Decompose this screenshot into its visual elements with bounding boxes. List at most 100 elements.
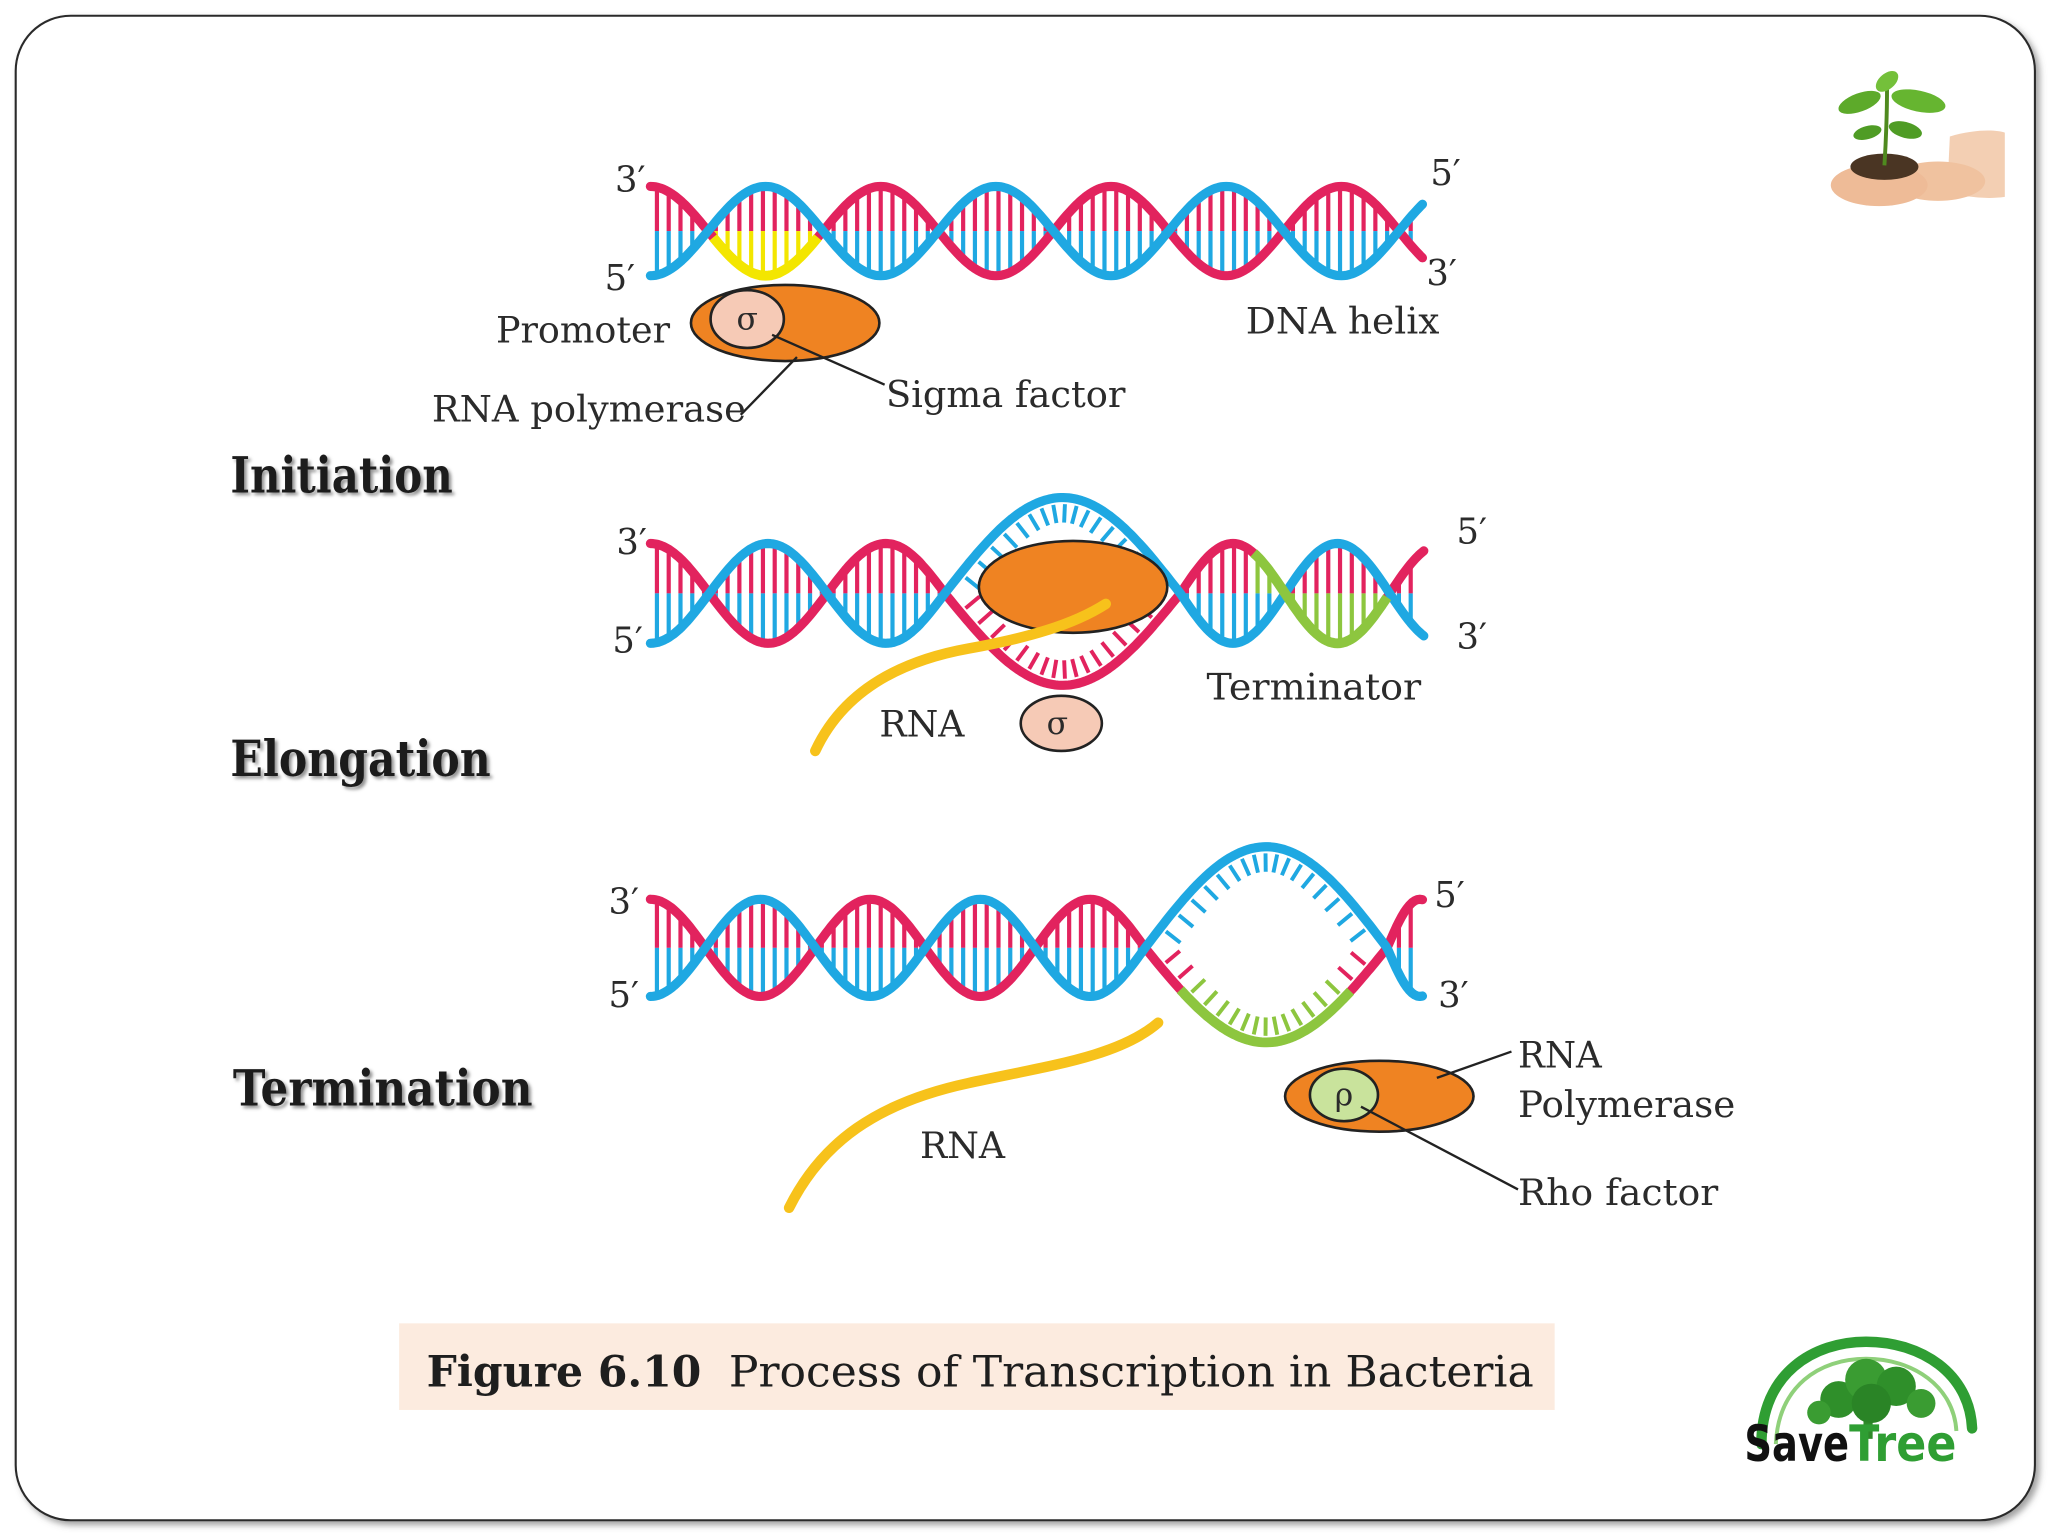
promoter-segment <box>709 234 822 281</box>
unpaired-base <box>1078 509 1091 528</box>
unpaired-base <box>1280 857 1291 876</box>
unpaired-base <box>964 576 982 591</box>
released-sigma-factor <box>1019 694 1104 753</box>
unpaired-base <box>1062 660 1067 679</box>
elongation-heading: Elongation <box>230 729 490 788</box>
unpaired-base <box>1240 858 1252 877</box>
rna-polymerase-label-line1: RNA <box>1518 1033 1602 1076</box>
initiation-heading: Initiation <box>230 445 452 504</box>
unpaired-base <box>1039 507 1050 527</box>
termination-stage: ρ 3′ 5′ 5′ 3′ RNA Polymerase Rho factor … <box>233 842 1735 1214</box>
sigma-factor-subunit <box>709 288 786 350</box>
stem-shape <box>1882 86 1890 166</box>
leaf-shape <box>1891 89 1946 113</box>
unpaired-base <box>1215 999 1230 1017</box>
termination-end-top-right: 5′ <box>1434 875 1464 916</box>
slide-frame <box>14 14 2036 1522</box>
terminator-segment <box>1250 549 1392 649</box>
unpaired-base <box>1111 630 1128 647</box>
elongation-end-bottom-right: 3′ <box>1457 616 1487 657</box>
termination-dna-helix <box>645 842 1428 1048</box>
unpaired-base <box>1251 1016 1260 1035</box>
unpaired-base <box>1190 898 1207 914</box>
initiation-end-top-right: 5′ <box>1430 153 1460 194</box>
rna-polymerase-label-line2: Polymerase <box>1518 1083 1735 1126</box>
unpaired-base <box>1312 883 1328 900</box>
elongation-stage: σ 3′ 5′ 5′ 3′ Terminator RNA Elongation <box>230 492 1487 788</box>
unpaired-base <box>1349 928 1367 943</box>
initiation-dna-helix <box>645 181 1428 281</box>
unpaired-base <box>1088 516 1103 534</box>
unpaired-base <box>1280 1013 1292 1032</box>
unpaired-base <box>1051 504 1059 524</box>
unpaired-base <box>1203 990 1219 1007</box>
figure-number: Figure 6.10 <box>427 1346 702 1397</box>
unpaired-base <box>1312 991 1328 1008</box>
unpaired-base <box>1027 651 1041 670</box>
initiation-end-top-left: 3′ <box>615 160 645 201</box>
dna-strand-cyan <box>645 492 1429 648</box>
rna-transcript <box>810 598 1112 757</box>
leaf-shape <box>1875 71 1899 92</box>
tree-canopy <box>1807 1400 1831 1425</box>
dna-strand-cyan <box>645 842 1428 1002</box>
plant-in-hands-icon <box>1830 71 2005 207</box>
dna-helix-label: DNA helix <box>1246 299 1440 342</box>
unpaired-base <box>1349 951 1367 966</box>
rho-factor-label: Rho factor <box>1518 1171 1719 1214</box>
rna-label: RNA <box>879 702 965 745</box>
unpaired-base <box>1079 655 1091 674</box>
leaf-shape <box>1888 121 1922 139</box>
termination-end-top-left: 3′ <box>609 882 639 923</box>
unpaired-base <box>1337 965 1354 981</box>
unpaired-base <box>1324 979 1341 995</box>
unpaired-base <box>1177 913 1195 929</box>
rna-polymerase-leader-line <box>1436 1050 1512 1079</box>
caption-box <box>399 1323 1555 1410</box>
terminator-segment <box>1176 986 1355 1048</box>
rna-label: RNA <box>920 1124 1006 1167</box>
elongation-end-top-right: 5′ <box>1457 511 1487 552</box>
sigma-factor-label: Sigma factor <box>886 373 1126 416</box>
unpaired-base <box>1203 885 1219 901</box>
rho-factor-leader-line <box>1360 1105 1519 1191</box>
unpaired-base <box>1301 1000 1316 1018</box>
logo-word-tree: Tree <box>1849 1415 1956 1473</box>
rna-polymerase-label: RNA polymerase <box>432 387 746 430</box>
initiation-stage: σ 3′ 5′ 5′ 3′ Promoter DNA helix Sigma f… <box>230 153 1461 504</box>
unpaired-base <box>1164 949 1182 965</box>
unpaired-base <box>1164 929 1182 945</box>
leaf-shape <box>1853 125 1882 140</box>
sigma-symbol: σ <box>1047 706 1068 742</box>
unpaired-base <box>1289 863 1303 882</box>
tree-canopy <box>1906 1388 1936 1418</box>
unpaired-base <box>1002 532 1019 549</box>
unpaired-base <box>1215 873 1231 891</box>
figure-caption: Figure 6.10 Process of Transcription in … <box>399 1323 1555 1410</box>
unpaired-base <box>1027 513 1041 532</box>
unpaired-base <box>1336 912 1354 927</box>
unpaired-base <box>1190 978 1207 994</box>
unpaired-base <box>1099 525 1115 543</box>
unpaired-base <box>977 609 994 625</box>
unpaired-base <box>1062 504 1067 523</box>
unpaired-base <box>1324 897 1341 913</box>
sigma-factor-leader-line <box>771 333 886 386</box>
unpaired-base <box>990 623 1006 639</box>
figure-title: Process of Transcription in Bacteria <box>729 1347 1534 1397</box>
unpaired-base <box>1271 1016 1280 1036</box>
save-tree-logo: Save Tree <box>1744 1336 1978 1473</box>
sigma-symbol: σ <box>737 301 758 337</box>
unpaired-base <box>964 594 981 610</box>
unpaired-base <box>1039 656 1050 676</box>
unpaired-base <box>1177 964 1194 980</box>
unpaired-base <box>1051 659 1059 679</box>
rna-polymerase-enzyme <box>977 539 1169 635</box>
leaf-shape <box>1838 90 1881 114</box>
promoter-label: Promoter <box>496 309 670 352</box>
termination-heading: Termination <box>233 1058 533 1117</box>
elongation-end-top-left: 3′ <box>616 522 646 563</box>
tree-canopy <box>1851 1383 1891 1424</box>
termination-end-bottom-left: 5′ <box>609 975 639 1016</box>
